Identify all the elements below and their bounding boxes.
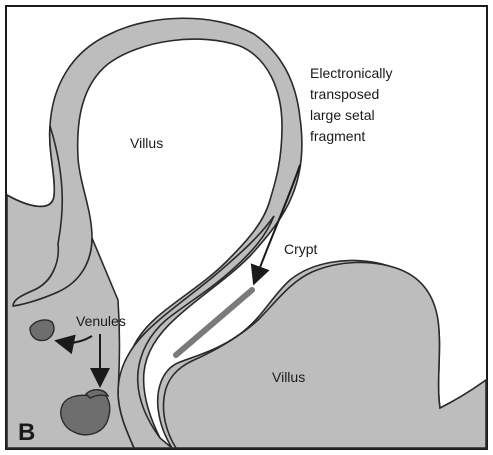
annotation-line-4: fragment — [310, 128, 365, 144]
venule-small — [30, 320, 54, 341]
label-venules: Venules — [76, 313, 126, 329]
label-villus-upper: Villus — [130, 135, 163, 151]
label-villus-lower: Villus — [272, 369, 305, 385]
panel-label: B — [18, 419, 35, 446]
label-crypt: Crypt — [284, 241, 318, 257]
annotation-line-1: Electronically — [310, 65, 392, 81]
annotation-line-2: transposed — [310, 86, 379, 102]
annotation-line-3: large setal — [310, 107, 375, 123]
